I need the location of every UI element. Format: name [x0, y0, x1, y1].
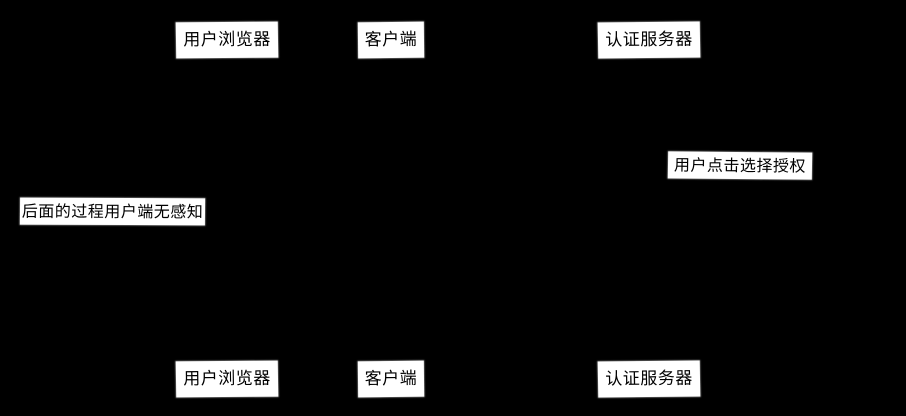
lifeline-client [391, 58, 392, 361]
participant-label: 认证服务器 [605, 29, 693, 50]
note-user-clicks-authorize[interactable]: 用户点击选择授权 [667, 151, 813, 180]
note-label: 后面的过程用户端无感知 [21, 201, 204, 221]
participant-label: 用户浏览器 [183, 368, 271, 389]
participant-label: 客户端 [364, 368, 418, 389]
lifeline-auth [649, 58, 650, 361]
lifeline-browser [227, 58, 228, 361]
participant-label: 客户端 [364, 29, 418, 50]
participant-footer-client-bottom[interactable]: 客户端 [357, 360, 425, 398]
note-label: 用户点击选择授权 [673, 154, 807, 176]
participant-label: 认证服务器 [605, 368, 693, 389]
participant-header-auth-server-top[interactable]: 认证服务器 [597, 21, 701, 59]
participant-footer-browser-bottom[interactable]: 用户浏览器 [175, 360, 279, 398]
note-process-imperceptible-to-client[interactable]: 后面的过程用户端无感知 [19, 197, 206, 226]
participant-label: 用户浏览器 [183, 29, 271, 50]
participant-footer-auth-server-bottom[interactable]: 认证服务器 [597, 360, 701, 398]
participant-header-browser-top[interactable]: 用户浏览器 [175, 21, 279, 59]
participant-header-client-top[interactable]: 客户端 [357, 21, 425, 59]
